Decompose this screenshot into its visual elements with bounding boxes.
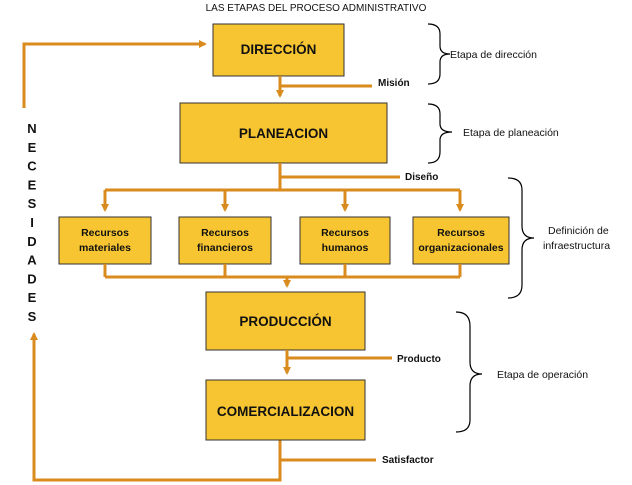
side-label-letter: D [27, 271, 36, 286]
flow-label-satisfactor: Satisfactor [382, 455, 434, 466]
box-recursos-humanos [299, 216, 391, 265]
flow-label-producto: Producto [397, 354, 441, 365]
side-label-letter: N [27, 121, 36, 136]
box-recursos-financieros-line2: financieros [197, 242, 253, 254]
brace-planeacion [427, 103, 453, 164]
phase-label-operacion: Etapa de operación [497, 369, 588, 381]
side-label-letter: E [28, 177, 37, 192]
box-recursos-materiales-line1: Recursos [81, 227, 129, 239]
side-label-letter: S [28, 309, 37, 324]
phase-label-infra-line1: Definición de [548, 225, 609, 237]
box-recursos-organizacionales-line2: organizacionales [418, 242, 503, 254]
flow-label-diseno: Diseño [405, 172, 438, 183]
box-recursos-humanos-line1: Recursos [321, 227, 369, 239]
phase-label-planeacion: Etapa de planeación [463, 127, 559, 139]
brace-operacion [455, 311, 483, 433]
side-label-letter: E [28, 290, 37, 305]
box-recursos-materiales-line2: materiales [79, 242, 131, 254]
flow-label-mision: Misión [378, 78, 410, 89]
box-comercializacion [205, 379, 366, 441]
brace-infraestructura [507, 177, 535, 299]
brace-direccion [427, 23, 451, 85]
side-label-letter: E [28, 140, 37, 155]
box-planeacion [179, 102, 388, 164]
box-produccion-label: PRODUCCIÓN [239, 314, 331, 329]
side-label-letter: D [27, 234, 36, 249]
phase-label-infra-line2: infraestructura [543, 240, 610, 252]
box-comercializacion-label: COMERCIALIZACION [217, 404, 354, 419]
side-label-letter: S [28, 196, 37, 211]
feedback-loop-top [22, 40, 207, 108]
box-planeacion-label: PLANEACION [239, 126, 328, 141]
box-recursos-organizacionales-line1: Recursos [437, 227, 485, 239]
side-label-letter: A [27, 253, 37, 268]
box-recursos-organizacionales [412, 216, 510, 265]
side-label-letter: C [27, 159, 37, 174]
side-label-letter: I [30, 215, 34, 230]
box-direccion-label: DIRECCIÓN [241, 42, 317, 57]
box-recursos-humanos-line2: humanos [322, 242, 369, 254]
box-recursos-financieros-line1: Recursos [201, 227, 249, 239]
box-recursos-financieros [178, 216, 272, 265]
box-recursos-materiales [58, 216, 152, 265]
phase-label-direccion: Etapa de dirección [450, 49, 537, 61]
diagram-title: LAS ETAPAS DEL PROCESO ADMINISTRATIVO [206, 3, 427, 14]
